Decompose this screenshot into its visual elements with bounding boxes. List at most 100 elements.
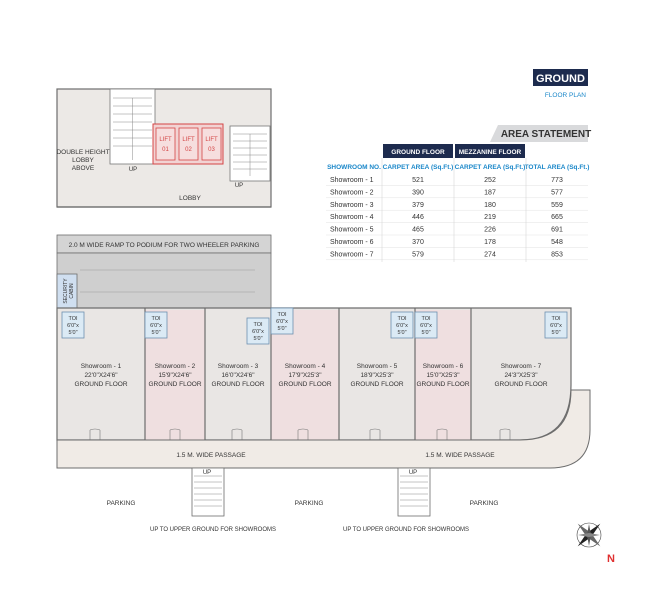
security-label-1: SECURITY: [63, 278, 69, 304]
showroom-6-floor: GROUND FLOOR: [416, 381, 469, 388]
showroom-2-name: Showroom - 2: [155, 363, 196, 370]
area-row-name: Showroom - 6: [330, 239, 374, 246]
col-header-mezz-carpet: CARPET AREA (Sq.Ft.): [455, 164, 526, 171]
lift-02-num: 02: [185, 147, 192, 153]
area-statement: AREA STATEMENT GROUND FLOOR MEZZANINE FL…: [326, 125, 591, 262]
showroom-7-floor: GROUND FLOOR: [494, 381, 547, 388]
up-to-upper-right: UP TO UPPER GROUND FOR SHOWROOMS: [343, 527, 469, 533]
area-row-name: Showroom - 2: [330, 189, 374, 196]
lift-03: [201, 127, 222, 161]
area-row-value: 579: [412, 251, 424, 258]
title-box: [533, 69, 588, 86]
parking-label-2: PARKING: [295, 500, 324, 507]
group-header-mezz: MEZZANINE FLOOR: [459, 149, 522, 156]
lift-03-num: 03: [208, 147, 215, 153]
lift-02: [178, 127, 199, 161]
col-header-ground-carpet: CARPET AREA (Sq.Ft.): [383, 164, 454, 171]
showroom-labels: Showroom - 1 22'0"X24'6" GROUND FLOOR Showr…: [74, 363, 547, 388]
area-row-name: Showroom - 4: [330, 214, 374, 221]
passage: 1.5 M. WIDE PASSAGE 1.5 M. WIDE PASSAGE: [56, 389, 591, 469]
area-statement-heading: AREA STATEMENT: [501, 129, 591, 140]
toilets: TOI6'0"x5'0"TOI6'0"x5'0"TOI6'0"x5'0"TOI6…: [61, 307, 568, 345]
stair-top-up: UP: [129, 167, 137, 173]
showroom-row: Showroom - 1 22'0"X24'6" GROUND FLOOR Showr…: [56, 307, 572, 441]
title-sub: FLOOR PLAN: [545, 92, 586, 99]
showroom-7-name: Showroom - 7: [501, 363, 542, 370]
area-row-value: 853: [551, 251, 563, 258]
toilet-label: 6'0"x: [550, 323, 562, 329]
ramp-label: 2.0 M WIDE RAMP TO PODIUM FOR TWO WHEELE…: [69, 242, 260, 249]
toilet-label: 6'0"x: [67, 323, 79, 329]
area-row-name: Showroom - 1: [330, 177, 374, 184]
title-main: GROUND: [536, 73, 585, 85]
parking-stairs: UP UP: [191, 467, 431, 517]
showroom-4-name: Showroom - 4: [285, 363, 326, 370]
toilet-label: 6'0"x: [276, 319, 288, 325]
area-row-value: 180: [484, 202, 496, 209]
area-row-value: 559: [551, 202, 563, 209]
showroom-4-size: 17'9"X25'3": [288, 372, 322, 379]
area-row-value: 548: [551, 239, 563, 246]
toilet-label: 5'0": [397, 330, 406, 336]
ramp: 2.0 M WIDE RAMP TO PODIUM FOR TWO WHEELE…: [56, 234, 272, 309]
area-row-value: 773: [551, 177, 563, 184]
area-row-value: 446: [412, 214, 424, 221]
toilet-label: TOI: [551, 316, 561, 322]
passage-label-left: 1.5 M. WIDE PASSAGE: [176, 452, 246, 459]
toilet-label: 5'0": [421, 330, 430, 336]
toilet-label: 5'0": [277, 326, 286, 332]
showroom-1-floor: GROUND FLOOR: [74, 381, 127, 388]
lobby-above-line3: ABOVE: [72, 165, 95, 172]
group-header-ground: GROUND FLOOR: [391, 149, 445, 156]
stair-left-up: UP: [203, 470, 211, 476]
area-row-value: 219: [484, 214, 496, 221]
area-row-value: 691: [551, 227, 563, 234]
stair-mid-up: UP: [409, 470, 417, 476]
col-header-showroom: SHOWROOM NO.: [327, 164, 381, 171]
ramp-slope: [56, 252, 272, 309]
toilet-label: 5'0": [151, 330, 160, 336]
toilet-label: 6'0"x: [396, 323, 408, 329]
up-to-upper-left: UP TO UPPER GROUND FOR SHOWROOMS: [150, 527, 276, 533]
showroom-1-name: Showroom - 1: [81, 363, 122, 370]
toilet-label: TOI: [421, 316, 431, 322]
showroom-5-size: 18'9"X25'3": [360, 372, 394, 379]
lift-03-label: LIFT: [205, 137, 218, 143]
upper-block: UP LIFT 01 LIFT 02 LIFT 03 UP DOUBLE HEI…: [56, 88, 272, 208]
showroom-1-size: 22'0"X24'6": [84, 372, 118, 379]
area-row-value: 370: [412, 239, 424, 246]
showroom-3-name: Showroom - 3: [218, 363, 259, 370]
area-row-value: 187: [484, 189, 496, 196]
passage-label-right: 1.5 M. WIDE PASSAGE: [425, 452, 495, 459]
area-row-value: 379: [412, 202, 424, 209]
showroom-2-size: 15'9"X24'6": [158, 372, 192, 379]
toilet-label: 5'0": [551, 330, 560, 336]
area-row-value: 665: [551, 214, 563, 221]
parking-label-3: PARKING: [470, 500, 499, 507]
toilet-label: TOI: [397, 316, 407, 322]
toilet-label: TOI: [68, 316, 78, 322]
showroom-3-floor: GROUND FLOOR: [211, 381, 264, 388]
showroom-6-size: 15'0"X25'3": [426, 372, 460, 379]
lift-01-label: LIFT: [159, 137, 172, 143]
area-row-name: Showroom - 5: [330, 227, 374, 234]
north-label: N: [607, 553, 615, 565]
toilet-label: TOI: [151, 316, 161, 322]
passage-band: [56, 389, 591, 469]
showroom-5-name: Showroom - 5: [357, 363, 398, 370]
area-statement-heading-bg: [490, 125, 588, 142]
col-header-total: TOTAL AREA (Sq.Ft.): [525, 164, 590, 171]
toilet-label: TOI: [253, 322, 263, 328]
toilet-label: TOI: [277, 312, 287, 318]
lift-01-num: 01: [162, 147, 169, 153]
showroom-2-floor: GROUND FLOOR: [148, 381, 201, 388]
parking-label-1: PARKING: [107, 500, 136, 507]
